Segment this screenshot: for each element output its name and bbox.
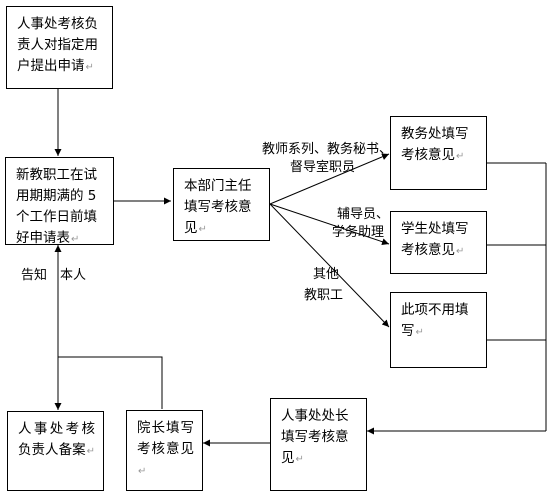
- label-branch-student-line1: 辅导员、: [337, 207, 390, 222]
- box-hr-request: 人事处考核负责人对指定用户提出申请↵: [6, 6, 113, 89]
- label-branch-academic-line2: 督导室职员: [290, 160, 356, 175]
- box-new-staff-text: 新教职工在试用期期满的 5 个工作日前填好申请表: [16, 167, 97, 246]
- box-no-fill-text: 此项不用填写: [401, 302, 469, 339]
- return-icon: ↵: [295, 454, 304, 465]
- arrow-president-to-record-and-notify: [58, 356, 163, 409]
- label-branch-academic-line1: 教师系列、教务秘书、: [262, 142, 393, 157]
- box-student-affairs-text: 学生处填写考核意见: [401, 221, 469, 258]
- box-student-affairs: 学生处填写考核意见↵: [390, 211, 487, 274]
- label-branch-student-line2: 学务助理: [332, 225, 385, 240]
- return-icon: ↵: [85, 62, 94, 73]
- return-icon: ↵: [456, 246, 465, 257]
- return-icon: ↵: [71, 234, 80, 245]
- box-hr-director-text: 人事处处长填写考核意见: [281, 408, 349, 466]
- box-dept-head: 本部门主任填写考核意见↵: [173, 168, 270, 241]
- box-academic-affairs: 教务处填写考核意见↵: [390, 116, 487, 190]
- box-new-staff: 新教职工在试用期期满的 5 个工作日前填好申请表↵: [5, 157, 114, 246]
- box-president: 院长填写考核意见 ↵: [126, 410, 203, 491]
- return-icon: ↵: [86, 446, 95, 457]
- label-notify: 告知: [21, 268, 48, 283]
- arrow-dept-to-nofill: [269, 203, 390, 328]
- return-icon: ↵: [138, 466, 147, 477]
- return-icon: ↵: [456, 151, 465, 162]
- box-hr-request-text: 人事处考核负责人对指定用户提出申请: [17, 16, 98, 74]
- return-icon: ↵: [198, 224, 207, 235]
- box-no-fill: 此项不用填写↵: [390, 292, 487, 368]
- label-branch-other-line1: 其他: [313, 267, 340, 282]
- box-academic-affairs-text: 教务处填写考核意见: [401, 126, 469, 163]
- label-self: 本人: [60, 268, 87, 283]
- arrow-dept-to-academic: [269, 153, 390, 205]
- box-hr-record-text: 人事处考核负责人备案: [18, 421, 95, 458]
- box-hr-director: 人事处处长填写考核意见↵: [270, 398, 367, 491]
- box-dept-head-text: 本部门主任填写考核意见: [184, 178, 252, 236]
- return-icon: ↵: [415, 327, 424, 338]
- arrow-dept-to-student: [269, 203, 390, 246]
- box-president-text: 院长填写考核意见: [137, 420, 194, 457]
- label-branch-other-line2: 教职工: [304, 288, 344, 303]
- box-hr-record: 人事处考核负责人备案↵: [7, 411, 104, 491]
